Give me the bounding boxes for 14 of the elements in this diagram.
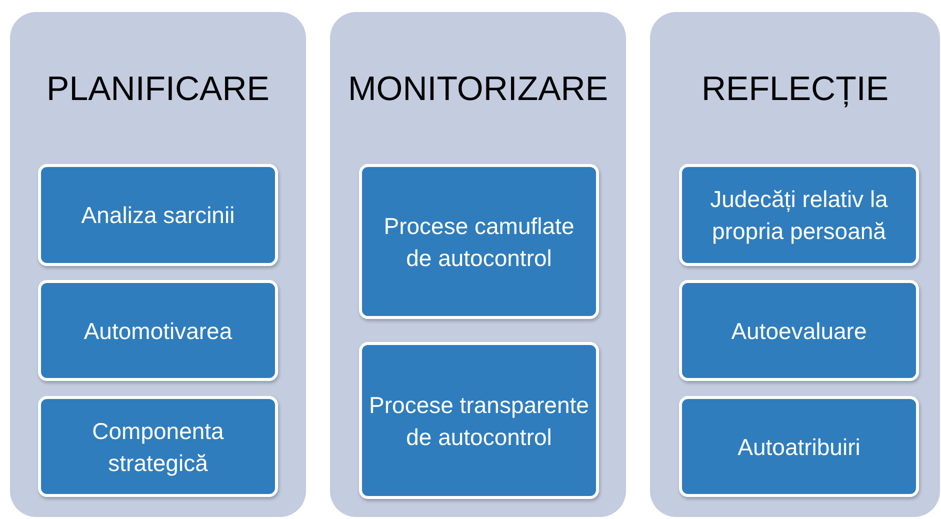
column-panel bbox=[330, 12, 626, 517]
column-heading: PLANIFICARE bbox=[46, 70, 270, 109]
item-box: Autoevaluare bbox=[679, 280, 919, 381]
item-box: Autoatribuiri bbox=[679, 396, 919, 497]
item-box: Analiza sarcinii bbox=[38, 164, 278, 266]
item-box: Procese transparente de autocontrol bbox=[359, 342, 599, 499]
column-heading: MONITORIZARE bbox=[346, 70, 610, 109]
item-box: Procese camuflate de autocontrol bbox=[359, 164, 599, 319]
item-box: Automotivarea bbox=[38, 280, 278, 381]
column-heading: REFLECȚIE bbox=[700, 70, 890, 109]
item-box: Componenta strategică bbox=[38, 396, 278, 497]
column-panel bbox=[650, 12, 940, 517]
item-box: Judecăți relativ la propria persoană bbox=[679, 164, 919, 266]
column-panel bbox=[10, 12, 306, 517]
